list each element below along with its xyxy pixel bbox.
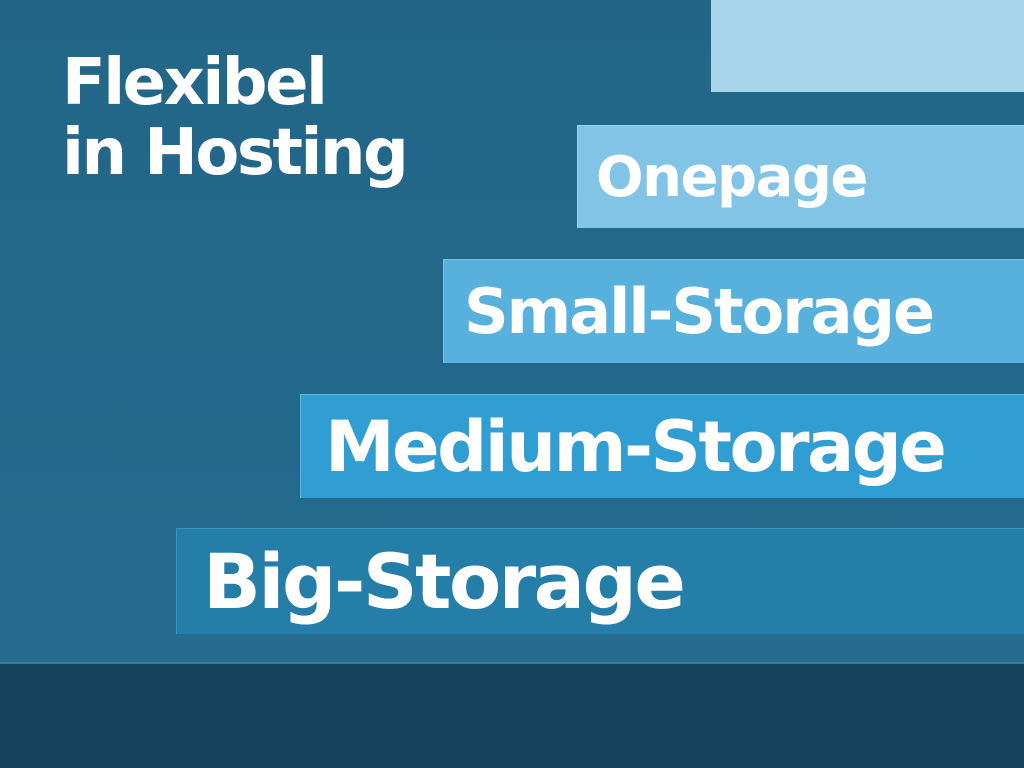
tier-bar-small-storage: Small-Storage — [443, 259, 1024, 363]
tier-label-medium-storage: Medium-Storage — [325, 405, 947, 488]
tier-bar-medium-storage: Medium-Storage — [300, 394, 1024, 498]
tier-bar-top — [711, 0, 1024, 92]
headline-line-1: Flexibel — [62, 46, 328, 120]
tier-bar-big-storage: Big-Storage — [176, 528, 1024, 634]
footer-band — [0, 664, 1024, 768]
footer-divider — [0, 662, 1024, 664]
tier-label-onepage: Onepage — [596, 144, 868, 210]
headline: Flexibel in Hosting — [62, 46, 409, 190]
tier-label-small-storage: Small-Storage — [464, 275, 935, 348]
tier-bar-onepage: Onepage — [577, 125, 1024, 228]
headline-line-2: in Hosting — [62, 116, 409, 190]
tier-label-big-storage: Big-Storage — [203, 537, 686, 626]
